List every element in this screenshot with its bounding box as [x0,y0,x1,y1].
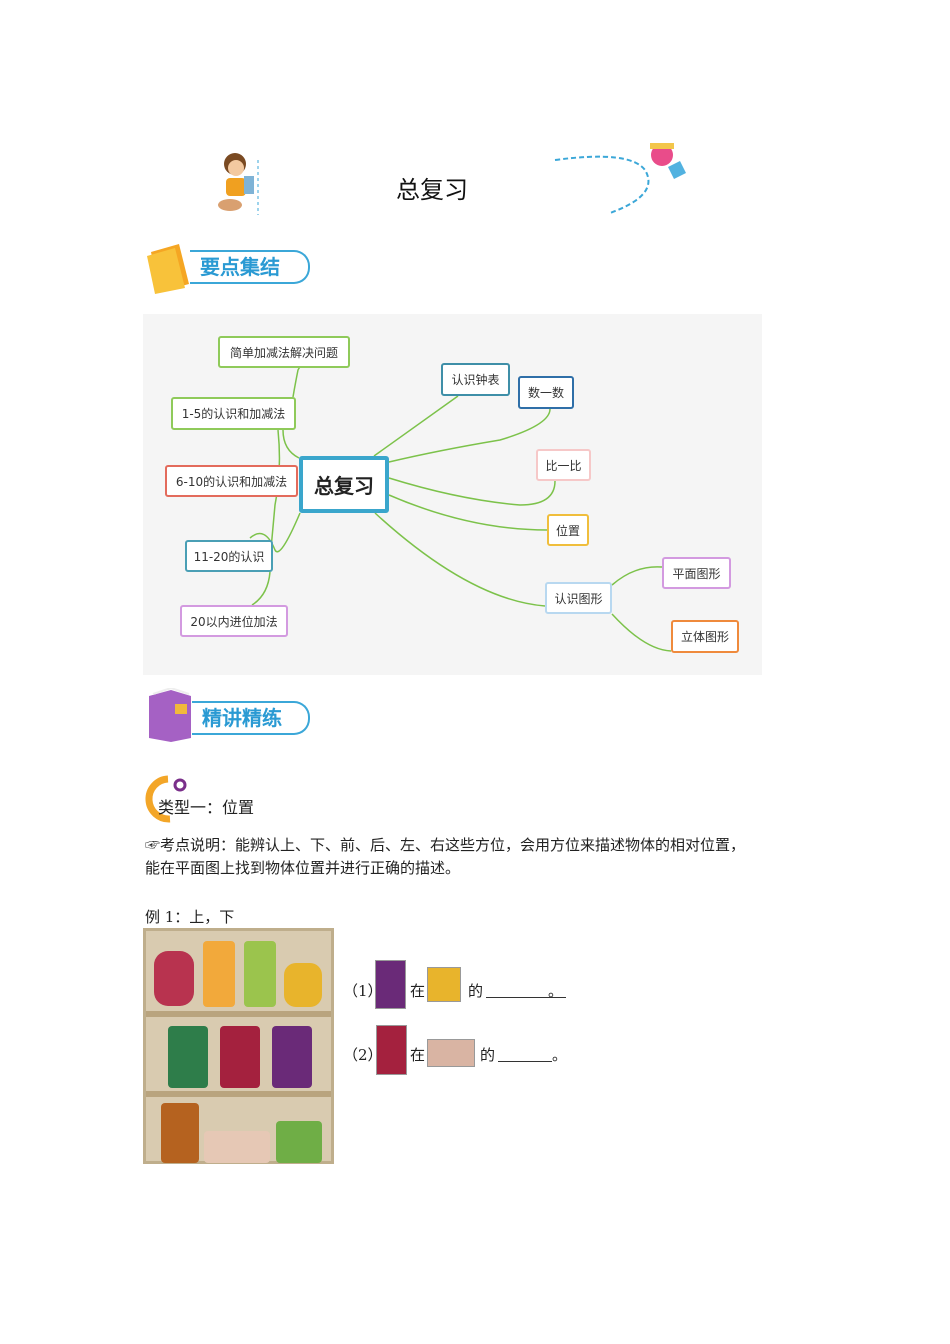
example-label: 例 1：上，下 [145,908,235,926]
question-1-of: 的 [468,982,484,1000]
mindmap-node: 数一数 [518,376,574,409]
question-1-in: 在 [410,982,426,1000]
connector [388,477,556,506]
breakfast-tea-box [276,1121,322,1163]
question-2-in: 在 [410,1046,426,1064]
shelf-image [143,928,334,1164]
coffee-tin [161,1103,199,1163]
dry-red-wine-box [220,1026,260,1088]
connector [282,429,300,459]
mindmap-node: 认识钟表 [441,363,510,396]
mindmap-node: 平面图形 [662,557,731,589]
green-wine-box [168,1026,208,1088]
question-1-period: 。 [548,982,564,1000]
strawberry-cake-thumbnail [427,1039,475,1067]
page-title: 总复习 [396,176,468,204]
type-badge-icon [145,775,187,823]
type-heading: 类型一：位置 [158,798,255,817]
gooseberry-jar [244,941,276,1007]
description-line-1: ☞考点说明：能辨认上、下、前、后、左、右这些方位，会用方位来描述物体的相对位置， [145,836,746,854]
peach-jar [203,941,235,1007]
mindmap-node: 20以内进位加法 [180,605,288,637]
connector [374,512,546,607]
connector [251,571,271,606]
question-2-period: 。 [552,1046,568,1064]
mindmap-node: 位置 [547,514,589,546]
girl-reading-icon [218,153,259,215]
connector [388,408,551,463]
mindmap-node: 立体图形 [671,620,739,653]
mind-map: 简单加减法解决问题 1-5的认识和加减法 6-10的认识和加减法 总复习 11-… [143,314,762,675]
dry-red-wine-thumbnail [376,1025,407,1075]
connector [373,395,459,457]
connector [611,566,663,586]
section-banner-practice: 精讲精练 [192,701,310,735]
connector [611,613,672,652]
honey-jar [284,963,322,1007]
honey-thumbnail [427,967,461,1002]
mindmap-node: 1-5的认识和加减法 [171,397,296,430]
question-2-of: 的 [480,1046,496,1064]
question-2-answer-blank[interactable] [498,1047,552,1062]
mind-map-connectors [249,339,672,652]
raspberry-jam-jar [154,951,194,1006]
question-1-answer-blank[interactable] [486,983,566,998]
connector [249,512,301,553]
section-banner-key-points: 要点集结 [190,250,310,284]
book-icon [149,688,191,742]
sweet-wine-box [272,1026,312,1088]
question-1-number: （1） [343,982,383,1000]
description-line-2: 能在平面图上找到物体位置并进行正确的描述。 [145,859,461,877]
mindmap-node: 11-20的认识 [185,540,273,572]
mindmap-node: 认识图形 [545,582,612,614]
connector [388,494,548,531]
mindmap-node: 6-10的认识和加减法 [165,465,298,497]
mindmap-node: 简单加减法解决问题 [218,336,350,368]
kite-balloon-icon [554,143,686,214]
mindmap-node: 比一比 [536,449,591,481]
question-2-number: （2） [343,1046,383,1064]
strawberry-cake [204,1131,270,1163]
folder-icon [147,244,189,294]
mindmap-center-node: 总复习 [299,456,389,513]
sweet-wine-thumbnail [375,960,406,1009]
